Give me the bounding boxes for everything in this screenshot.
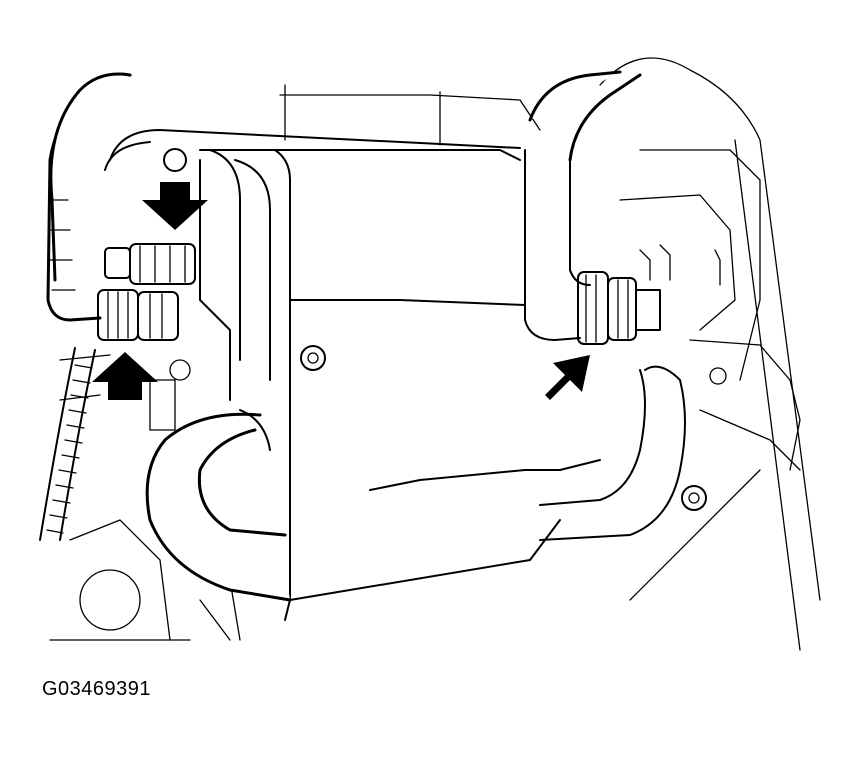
quick-connect-fittings [97, 243, 196, 341]
corrugated-conduit [39, 347, 96, 541]
figure-caption: G03469391 [42, 678, 152, 700]
up-arrow-icon [92, 352, 158, 400]
module-plate [163, 148, 707, 621]
left-hose [46, 72, 521, 322]
lower-hose [145, 365, 686, 602]
technical-illustration [39, 57, 821, 651]
right-hose [524, 70, 661, 345]
diagonal-arrow-icon [545, 355, 590, 400]
down-arrow-icon [142, 182, 208, 230]
engine-background [49, 57, 821, 651]
